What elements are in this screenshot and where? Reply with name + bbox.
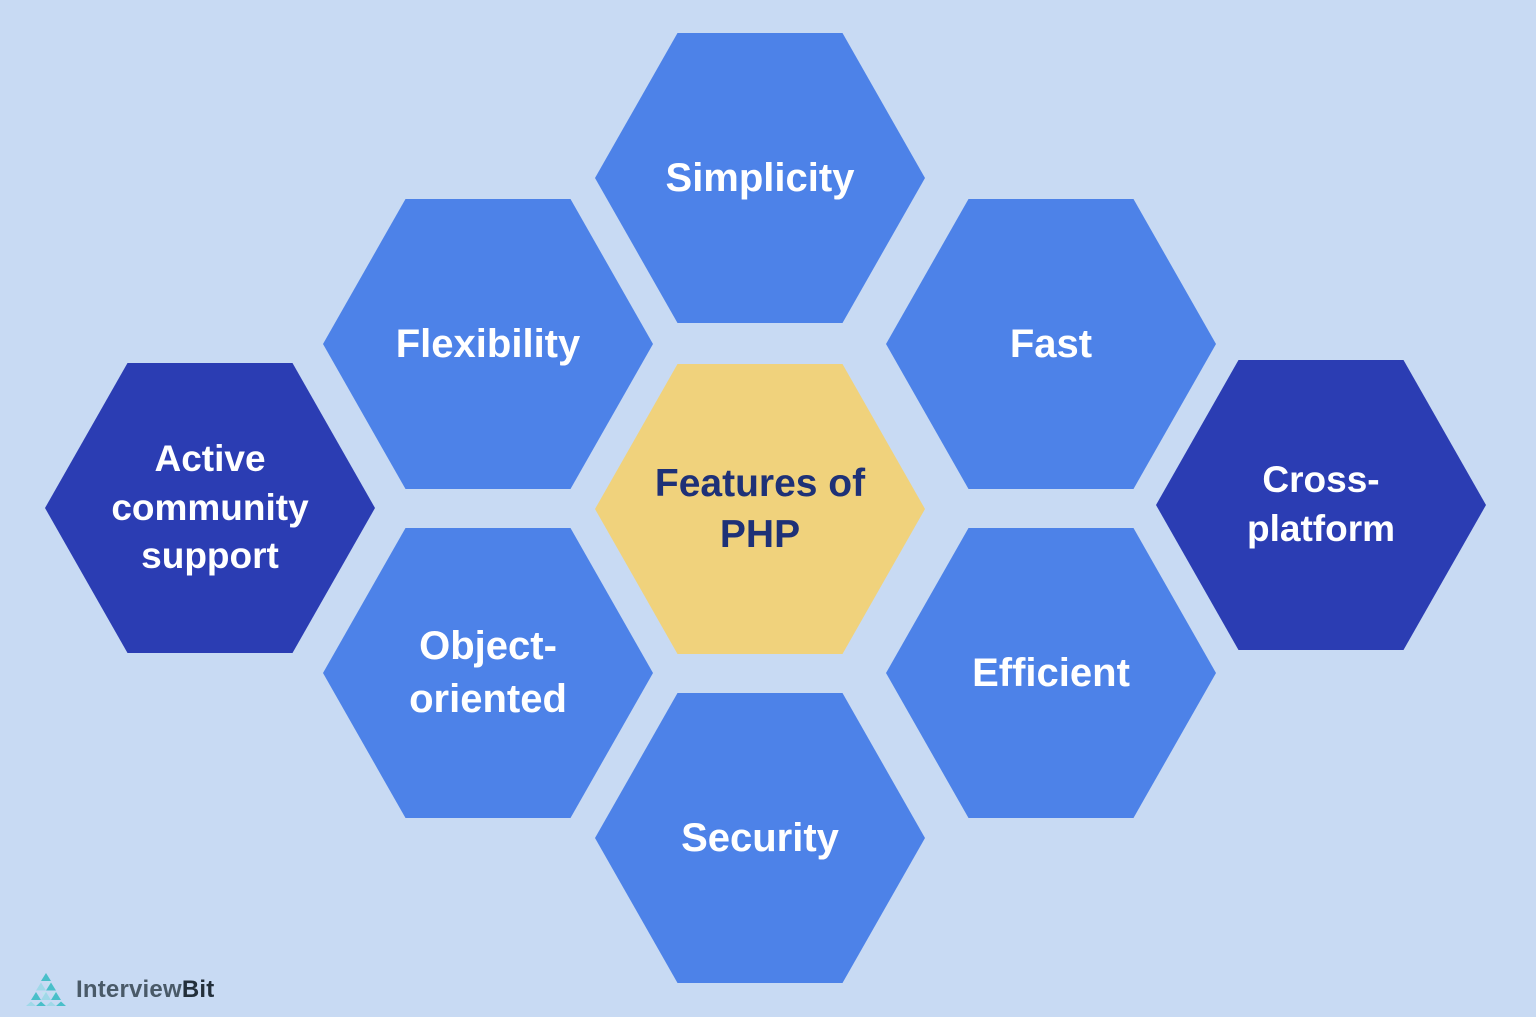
hexagon-flexibility: Flexibility xyxy=(323,199,653,489)
hexagon-label: Security xyxy=(681,815,839,860)
hexagon-fast: Fast xyxy=(886,199,1216,489)
interviewbit-logo-icon xyxy=(26,973,66,1006)
interviewbit-logo: InterviewBit xyxy=(25,973,214,1007)
hexagon-label: Active community support xyxy=(111,437,309,577)
hexagon-efficient: Efficient xyxy=(886,528,1216,818)
hexagon-security: Security xyxy=(595,693,925,983)
hexagon-active-community-support: Active community support xyxy=(45,363,375,653)
diagram-title: Features of PHP xyxy=(654,461,866,556)
hexagon-label: Cross-platform xyxy=(1247,459,1395,549)
hexagon-features-of-php-center: Features of PHP xyxy=(595,364,925,654)
hexagon-label: Simplicity xyxy=(665,155,855,200)
hexagon-label: Object-oriented xyxy=(409,624,567,721)
hexagon-simplicity: Simplicity xyxy=(595,33,925,323)
hexagon-object-oriented: Object-oriented xyxy=(323,528,653,818)
interviewbit-logo-text: InterviewBit xyxy=(76,976,214,1004)
hexagon-label: Efficient xyxy=(972,650,1130,695)
logo-text-secondary: Bit xyxy=(181,976,215,1003)
hexagon-label: Flexibility xyxy=(395,321,581,366)
logo-text-primary: Interview xyxy=(76,976,182,1003)
hexagon-cross-platform: Cross-platform xyxy=(1156,360,1486,650)
hexagon-label: Fast xyxy=(1009,321,1093,366)
